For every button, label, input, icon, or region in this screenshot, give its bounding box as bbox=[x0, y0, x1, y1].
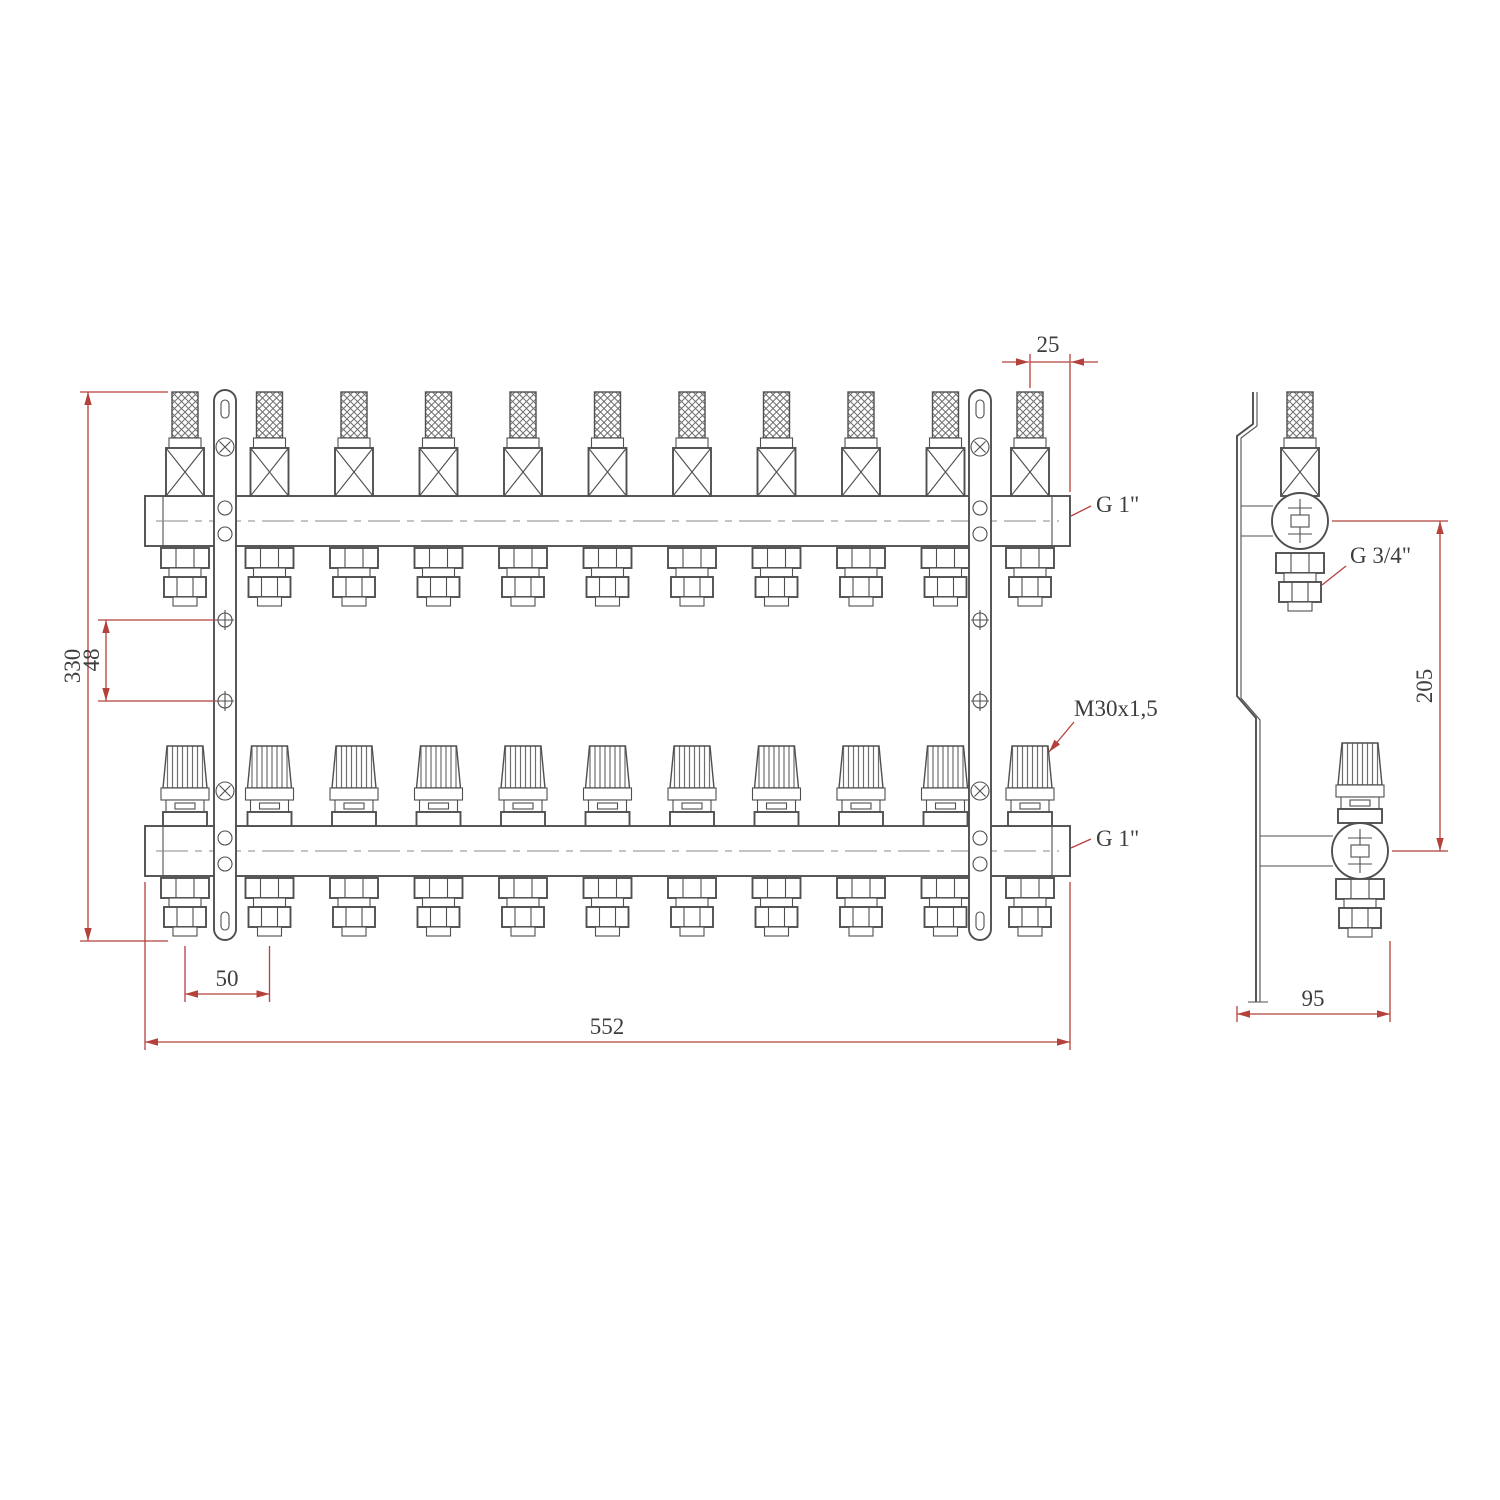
thread-label: M30x1,5 bbox=[1074, 696, 1158, 721]
thermo-valves-row bbox=[160, 745, 1055, 827]
thread-label: G 3/4" bbox=[1350, 543, 1411, 568]
mounting-bracket-left bbox=[213, 389, 237, 941]
dimension-text: 25 bbox=[1037, 332, 1060, 357]
label-union-thread: G 3/4" bbox=[1321, 543, 1411, 586]
thermo-valve bbox=[751, 745, 802, 827]
outlet-union bbox=[1005, 877, 1055, 937]
flow-valve bbox=[503, 391, 543, 497]
outlet-union bbox=[751, 547, 802, 607]
dimension-text: 330 bbox=[60, 649, 85, 684]
flow-valve bbox=[1280, 391, 1320, 497]
outlet-union bbox=[751, 877, 802, 937]
dimension-outlet-pitch: 50 bbox=[184, 946, 271, 1002]
bottom-manifold-bar bbox=[144, 825, 1071, 877]
outlet-union bbox=[836, 877, 886, 937]
flow-valve bbox=[756, 391, 797, 497]
side-bottom-assembly bbox=[1331, 742, 1389, 938]
thermo-valve bbox=[413, 745, 464, 827]
flow-valve bbox=[672, 391, 712, 497]
outlet-union bbox=[498, 877, 548, 937]
outlet-union bbox=[1005, 547, 1055, 607]
thermo-valve bbox=[582, 745, 633, 827]
outlet-union bbox=[413, 877, 464, 937]
outlet-union bbox=[582, 547, 633, 607]
dimension-text: 552 bbox=[590, 1014, 625, 1039]
outlet-union bbox=[160, 547, 210, 607]
outlet-union bbox=[160, 877, 210, 937]
flow-valve bbox=[165, 391, 205, 497]
dimension-text: 95 bbox=[1302, 986, 1325, 1011]
top-manifold-bar bbox=[144, 495, 1071, 547]
thermo-valve bbox=[498, 745, 548, 827]
dimension-depth: 95 bbox=[1236, 941, 1391, 1022]
dimension-axis-distance: 205 bbox=[1332, 520, 1448, 852]
dimension-text: 48 bbox=[79, 649, 104, 672]
outlet-union bbox=[329, 547, 379, 607]
outlet-union bbox=[244, 547, 295, 607]
flow-valve bbox=[587, 391, 628, 497]
thread-label: G 1" bbox=[1096, 826, 1139, 851]
thermo-valve bbox=[160, 745, 210, 827]
dimension-overall-length: 552 bbox=[144, 882, 1071, 1050]
outlet-union bbox=[667, 547, 717, 607]
thermo-valve bbox=[667, 745, 717, 827]
front-view: 25 330 48 50 552 G 1" bbox=[60, 332, 1158, 1050]
label-top-bar-thread: G 1" bbox=[1070, 492, 1139, 517]
outlet-union bbox=[244, 877, 295, 937]
top-outlet-unions-row bbox=[160, 547, 1055, 607]
outlet-union bbox=[413, 547, 464, 607]
thermo-valve bbox=[1005, 745, 1055, 827]
outlet-union bbox=[498, 547, 548, 607]
thermo-valve bbox=[1335, 742, 1385, 824]
label-valve-thread: M30x1,5 bbox=[1048, 696, 1158, 753]
outlet-union bbox=[329, 877, 379, 937]
outlet-union bbox=[920, 547, 971, 607]
outlet-union bbox=[1335, 878, 1385, 938]
flow-valve bbox=[418, 391, 459, 497]
mounting-bracket-right bbox=[968, 389, 992, 941]
dimension-bracket-hole-spacing: 48 bbox=[79, 619, 216, 702]
side-top-assembly bbox=[1271, 391, 1329, 612]
bottom-outlet-unions-row bbox=[160, 877, 1055, 937]
outlet-union bbox=[920, 877, 971, 937]
outlet-union bbox=[836, 547, 886, 607]
outlet-union bbox=[667, 877, 717, 937]
flow-valve bbox=[1010, 391, 1050, 497]
thermo-valve bbox=[920, 745, 971, 827]
thermo-valve bbox=[836, 745, 886, 827]
dimension-end-offset: 25 bbox=[1002, 332, 1098, 492]
side-view: G 3/4" 205 95 bbox=[1236, 391, 1448, 1022]
thread-label: G 1" bbox=[1096, 492, 1139, 517]
flow-valve bbox=[841, 391, 881, 497]
label-bottom-bar-thread: G 1" bbox=[1070, 826, 1139, 851]
dimension-text: 205 bbox=[1412, 669, 1437, 704]
flow-valve bbox=[925, 391, 966, 497]
wall-bracket-profile bbox=[1236, 392, 1333, 1003]
dimension-text: 50 bbox=[216, 966, 239, 991]
thermo-valve bbox=[244, 745, 295, 827]
outlet-union bbox=[1275, 552, 1325, 612]
flow-valve bbox=[249, 391, 290, 497]
flow-valve bbox=[334, 391, 374, 497]
outlet-union bbox=[582, 877, 633, 937]
thermo-valve bbox=[329, 745, 379, 827]
flow-valves-row bbox=[165, 391, 1050, 497]
dimension-overall-height: 330 bbox=[60, 391, 168, 942]
